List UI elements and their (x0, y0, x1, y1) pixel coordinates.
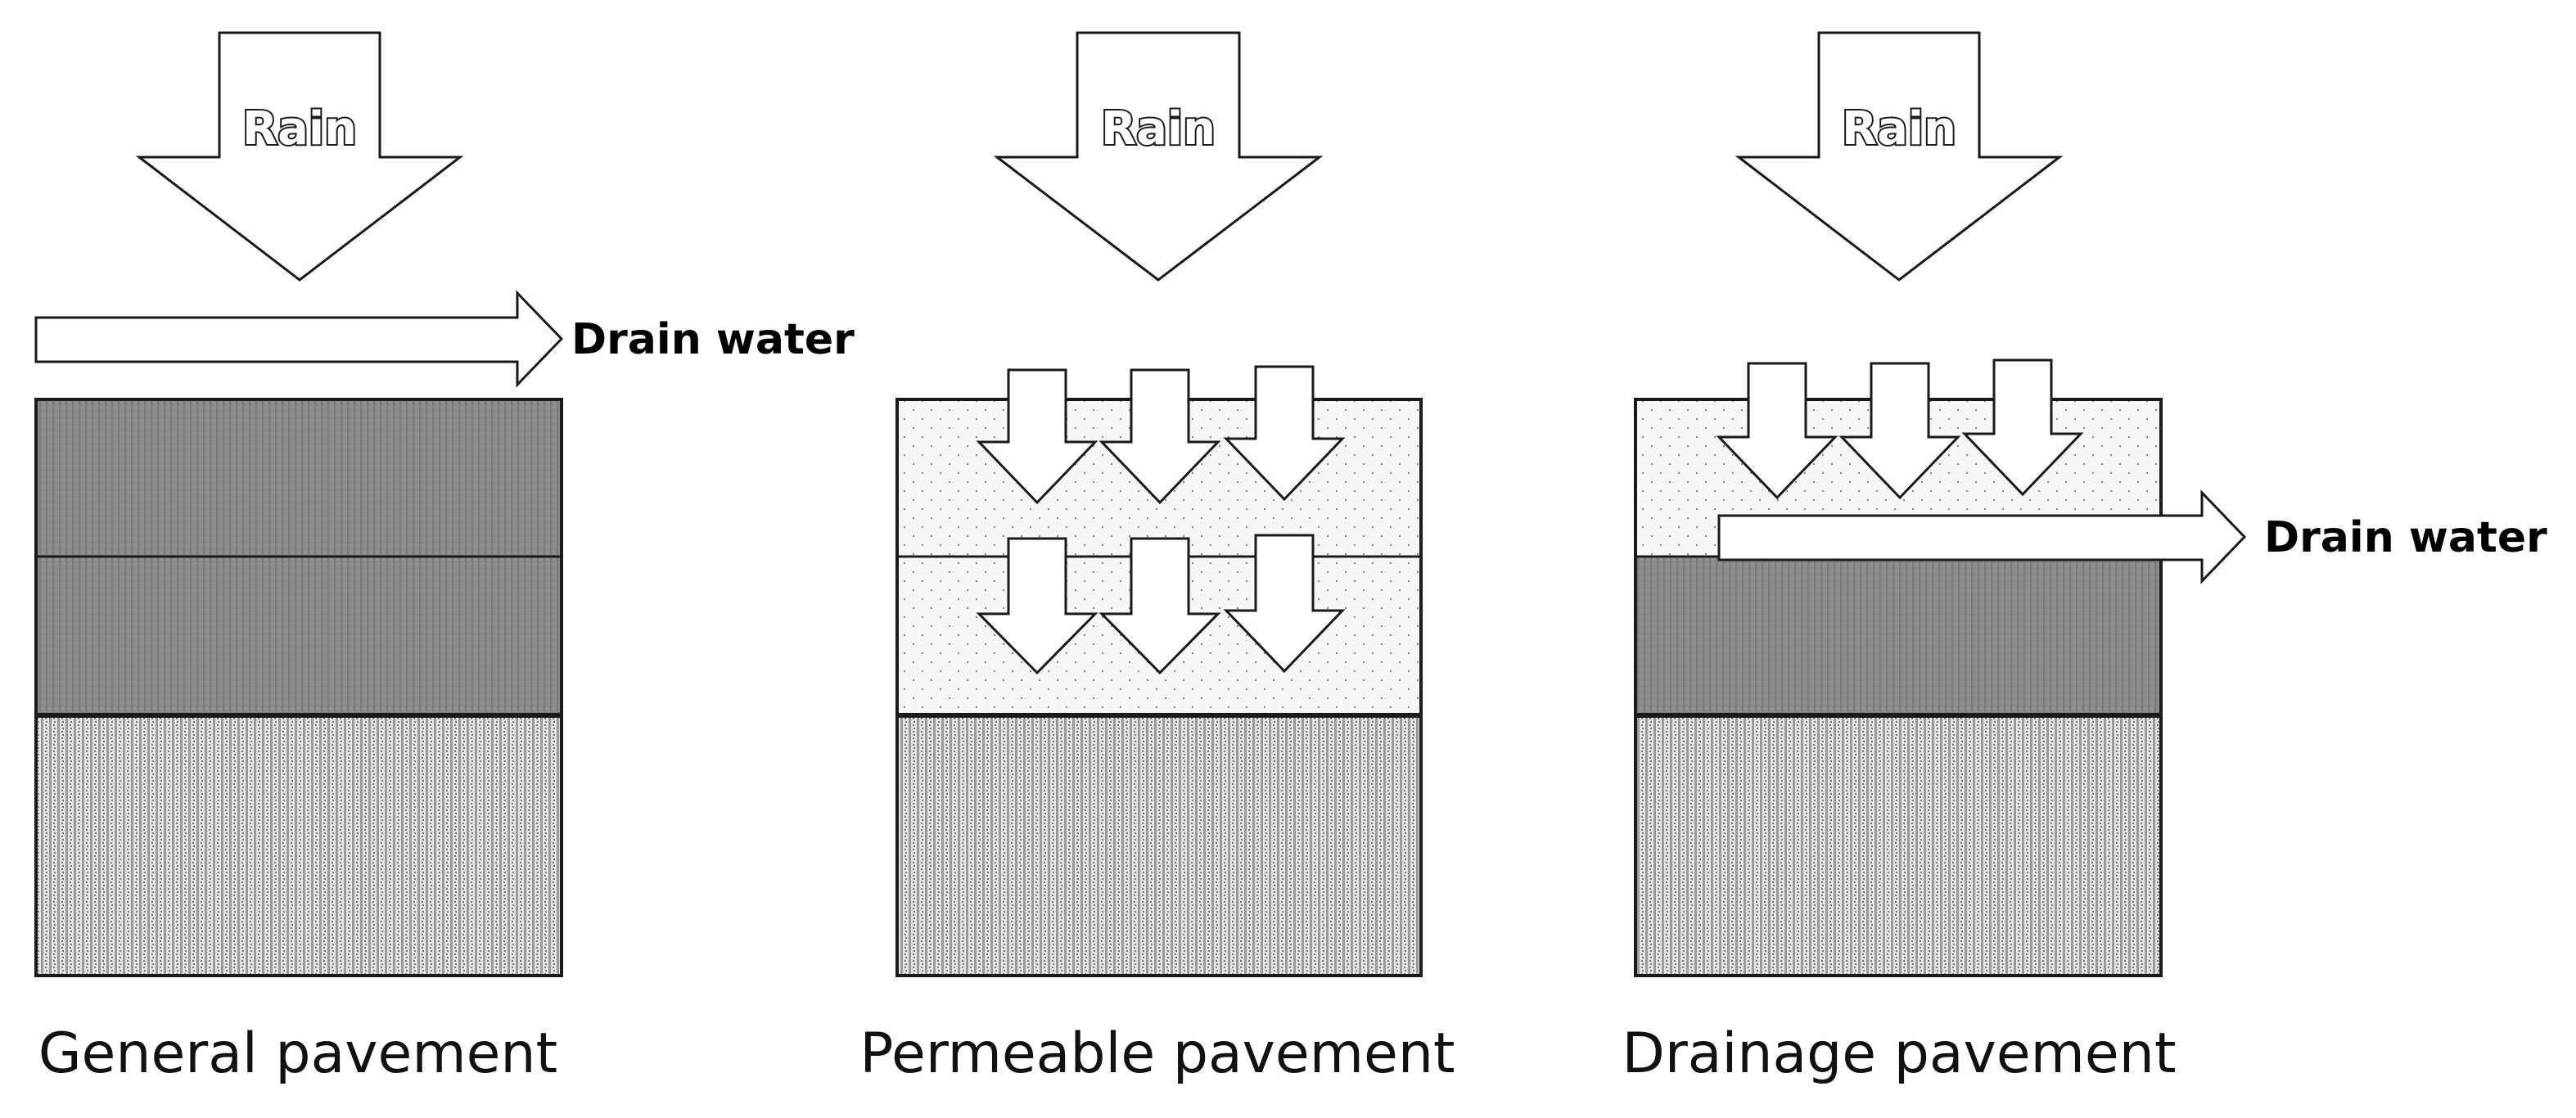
infiltration-arrow (1099, 537, 1221, 675)
panel-general: Rain Drain water General pavement (34, 31, 855, 1086)
base-layer-drainage (1635, 557, 2161, 715)
surface-layer-general (36, 399, 562, 557)
infiltration-arrows-top-permeable (976, 365, 1346, 505)
caption-permeable: Permeable pavement (859, 1021, 1455, 1086)
rain-arrow-permeable: Rain (993, 31, 1324, 282)
subgrade-layer-general (36, 715, 562, 976)
infiltration-arrow (1223, 365, 1346, 502)
panel-permeable: Rain Permeable pavement (859, 31, 1455, 1086)
rain-label-general: Rain (242, 102, 357, 156)
infiltration-arrow (1716, 362, 1838, 500)
drain-label-general: Drain water (571, 315, 855, 364)
infiltration-arrow (976, 537, 1099, 675)
infiltration-arrows-drainage (1716, 358, 2084, 500)
infiltration-arrows-bottom-permeable (976, 534, 1346, 675)
rain-arrow-drainage: Rain (1735, 31, 2064, 282)
subgrade-layer-drainage (1635, 715, 2161, 976)
base-layer-general (36, 557, 562, 715)
drain-label-drainage: Drain water (2264, 513, 2547, 562)
subgrade-layer-permeable (897, 715, 1421, 976)
infiltration-arrow (1223, 534, 1346, 674)
drain-arrow-general (34, 290, 564, 388)
infiltration-arrow (976, 368, 1099, 505)
rain-label-permeable: Rain (1101, 102, 1216, 156)
caption-drainage: Drainage pavement (1622, 1021, 2176, 1086)
caption-general: General pavement (38, 1021, 557, 1086)
panel-drainage: Rain Drain water Drainage pavement (1622, 31, 2547, 1086)
drain-arrow-drainage (1717, 489, 2247, 584)
rain-label-drainage: Rain (1842, 102, 1956, 156)
infiltration-arrow (1099, 368, 1221, 505)
pavement-outline-general (34, 398, 563, 977)
infiltration-arrow (1961, 358, 2084, 497)
infiltration-arrow (1838, 362, 1961, 500)
rain-arrow-general: Rain (135, 31, 464, 282)
